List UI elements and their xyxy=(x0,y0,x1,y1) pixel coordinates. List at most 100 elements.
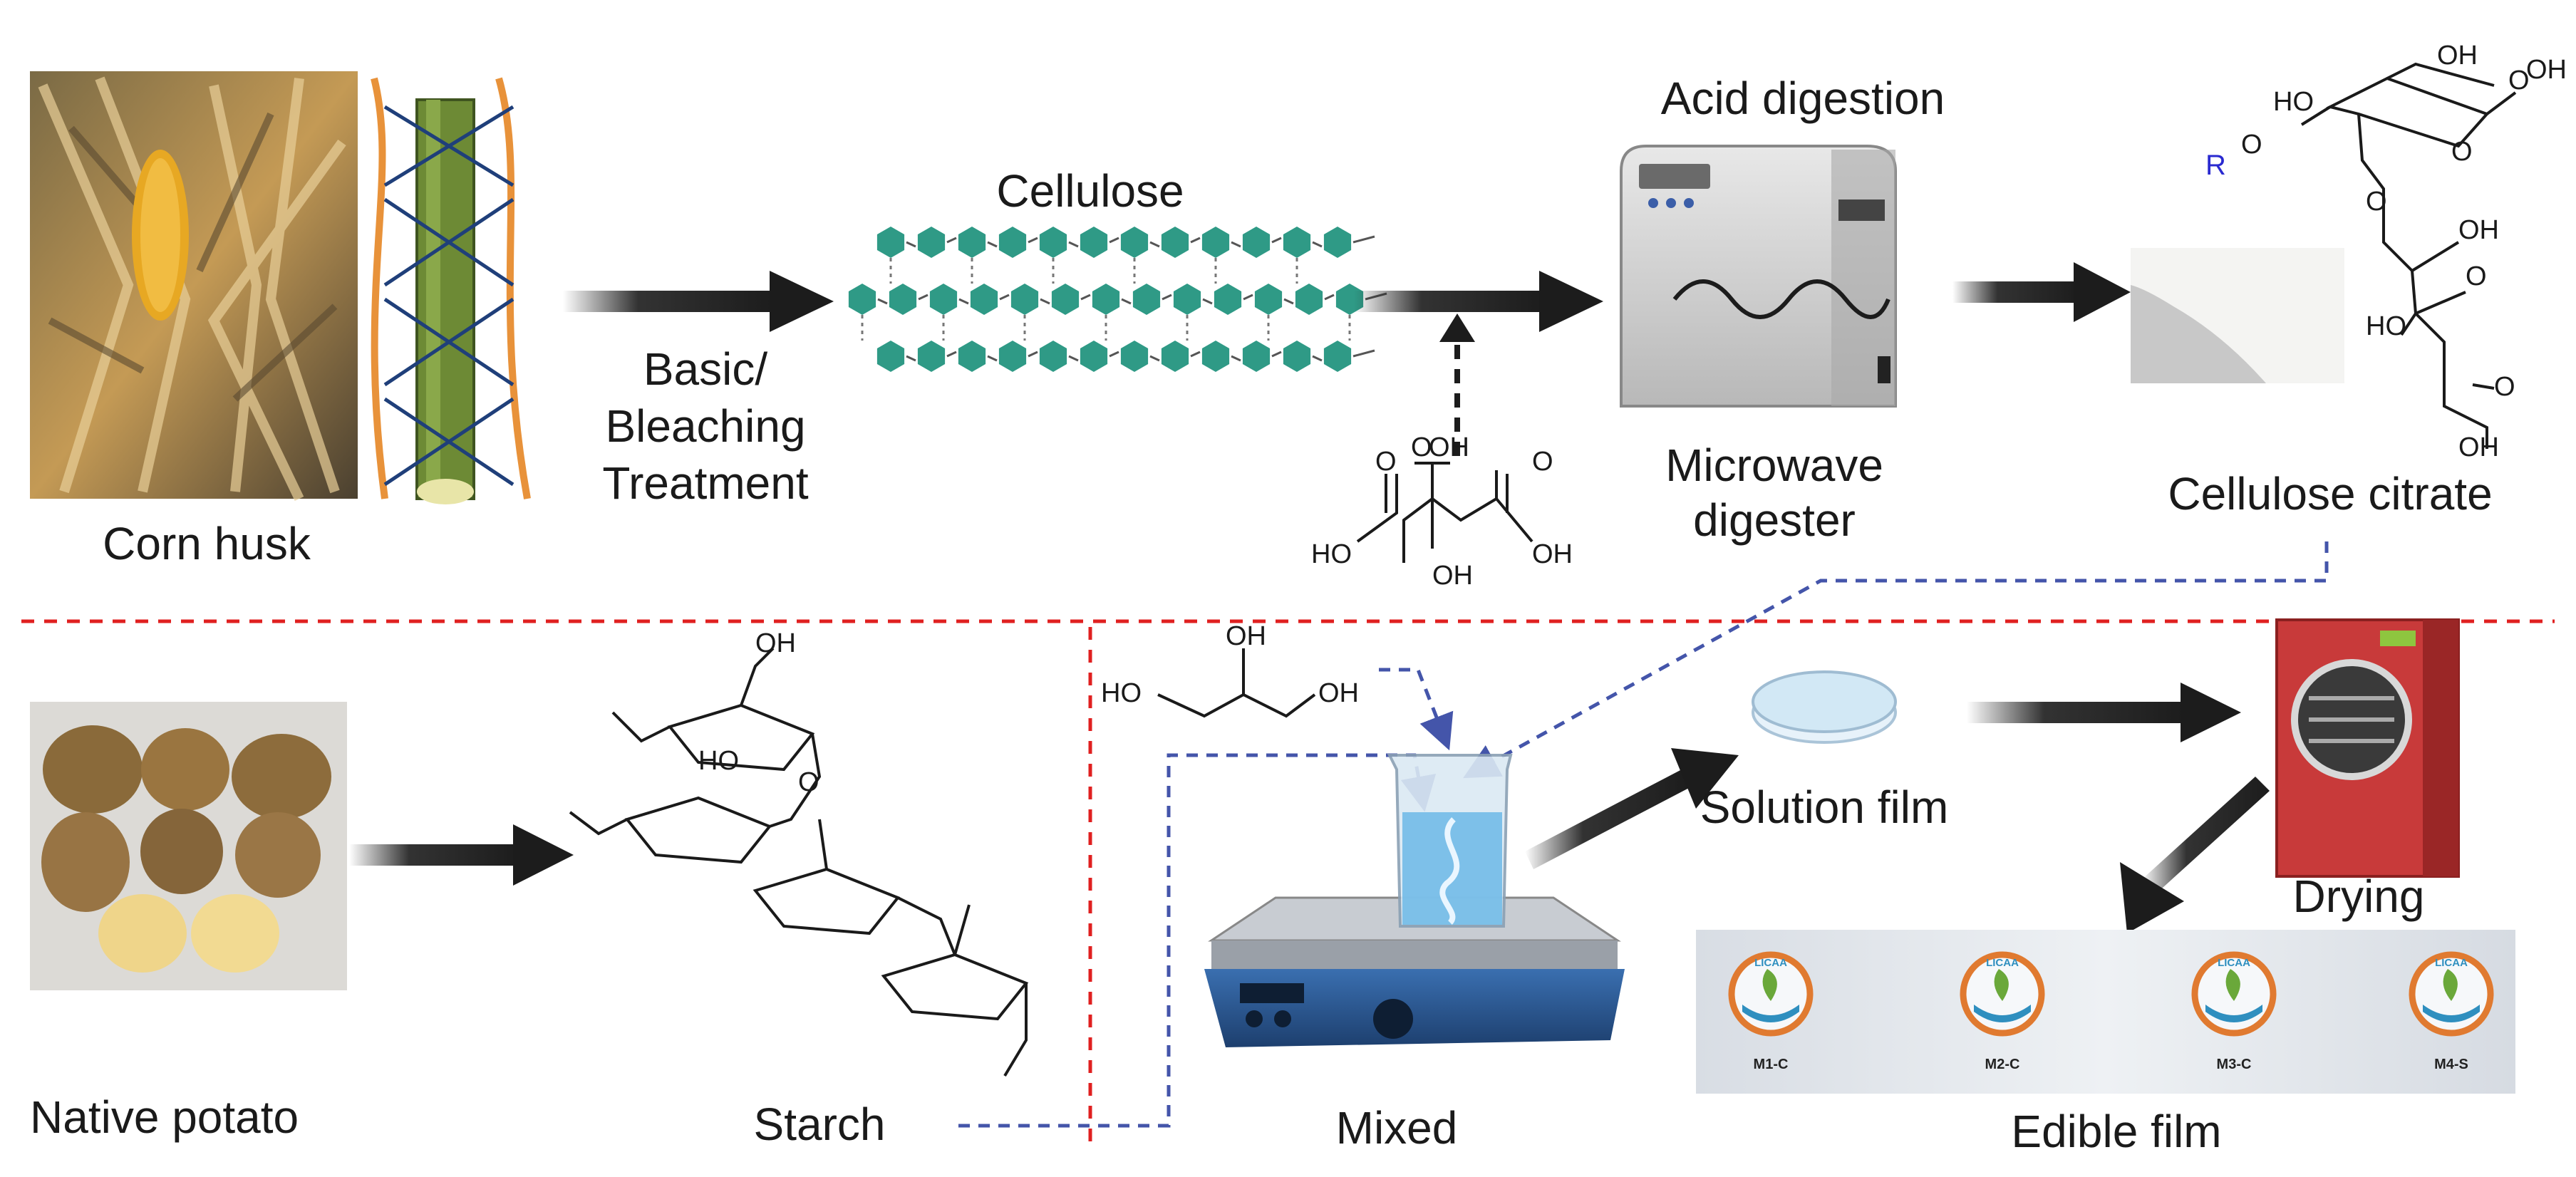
glycosidic-bond xyxy=(906,355,916,362)
label-solution-film: Solution film xyxy=(1700,782,1949,833)
glycerol-oh-right: OH xyxy=(1318,678,1359,708)
corn-husk-photo xyxy=(30,71,358,502)
glycosidic-bond xyxy=(1040,298,1050,305)
glycosidic-bond xyxy=(1068,355,1079,362)
film-logo-wave xyxy=(1742,1005,1799,1022)
citrate-ho-2: HO xyxy=(2366,311,2406,341)
glycosidic-bond xyxy=(918,294,929,301)
glucose-unit xyxy=(1254,284,1283,315)
film-logo-leaf xyxy=(1994,969,2009,1001)
glycosidic-bond xyxy=(1109,351,1119,358)
glycosidic-bond xyxy=(946,351,957,358)
label-microwave-2: digester xyxy=(1693,494,1856,546)
glucose-unit xyxy=(848,284,876,315)
glucose-unit xyxy=(1214,284,1242,315)
glycosidic-bond xyxy=(1149,355,1160,362)
film-logo-text: LICAA xyxy=(2435,957,2468,969)
cellulose-citrate-structure xyxy=(2300,62,2517,449)
glucose-unit xyxy=(958,227,986,258)
glycosidic-bond xyxy=(1190,351,1201,358)
film-logo-text: LICAA xyxy=(1986,957,2019,969)
film-sample-label: M4-S xyxy=(2434,1057,2468,1072)
citrate-o-5: O xyxy=(2494,372,2515,402)
citric-oh-right: OH xyxy=(1532,539,1573,569)
glucose-unit xyxy=(1201,227,1230,258)
label-mixed: Mixed xyxy=(1336,1102,1458,1153)
beaker xyxy=(1387,754,1513,928)
label-cellulose: Cellulose xyxy=(996,165,1184,217)
citrate-ho-1: HO xyxy=(2273,87,2314,117)
glycosidic-bond xyxy=(958,298,969,305)
citric-ho-left: HO xyxy=(1311,539,1352,569)
citrate-o-3: O xyxy=(2366,187,2387,217)
glycosidic-bond xyxy=(1231,355,1241,362)
freeze-dryer xyxy=(2275,618,2460,878)
glucose-unit xyxy=(1120,341,1149,372)
glucose-unit xyxy=(929,284,958,315)
glycosidic-bond xyxy=(1149,241,1160,248)
glucose-unit xyxy=(1161,227,1189,258)
arrow-to-starch xyxy=(349,824,574,886)
arrow-to-edible-film xyxy=(2120,777,2270,933)
glucose-unit xyxy=(1323,341,1352,372)
glycosidic-bond xyxy=(1028,351,1038,358)
film-logo-text: LICAA xyxy=(1754,957,1787,969)
label-treatment-1: Basic/ xyxy=(643,343,768,395)
glycosidic-bond xyxy=(906,241,916,248)
arrow-to-digester xyxy=(1354,271,1603,332)
glycosidic-bond xyxy=(1324,294,1335,301)
film-sample-label: M1-C xyxy=(1754,1057,1789,1072)
starch-o-label: O xyxy=(798,767,819,797)
glucose-unit xyxy=(889,284,917,315)
citrate-oh-1: OH xyxy=(2437,41,2478,71)
glucose-unit xyxy=(958,341,986,372)
label-microwave-1: Microwave xyxy=(1665,440,1883,491)
film-logo-text: LICAA xyxy=(2218,957,2250,969)
label-edible-film: Edible film xyxy=(2011,1106,2221,1157)
arrow-to-petri-dish xyxy=(1525,748,1739,869)
glucose-unit xyxy=(1295,284,1323,315)
glucose-unit xyxy=(1201,341,1230,372)
label-starch: Starch xyxy=(754,1099,886,1150)
label-treatment-3: Treatment xyxy=(602,457,809,509)
glycerol-oh-top: OH xyxy=(1226,621,1266,651)
glucose-unit xyxy=(1242,227,1271,258)
label-corn-husk: Corn husk xyxy=(103,518,311,569)
glucose-unit xyxy=(970,284,998,315)
citric-acid-structure xyxy=(1356,462,1533,563)
connector-glycerol-to-mixer xyxy=(1379,668,1454,751)
starch-ho-label: HO xyxy=(698,746,739,776)
glycosidic-bond xyxy=(1190,237,1201,244)
glycosidic-bond xyxy=(1283,298,1294,305)
petri-dish xyxy=(1752,670,1897,744)
microwave-digester xyxy=(1620,145,1897,408)
glycosidic-bond xyxy=(987,241,998,248)
glycosidic-bond xyxy=(1231,241,1241,248)
citric-oh-bottom: OH xyxy=(1432,561,1473,591)
glycosidic-bond xyxy=(1312,241,1323,248)
glucose-unit xyxy=(998,341,1027,372)
glucose-unit xyxy=(1120,227,1149,258)
label-acid-digestion: Acid digestion xyxy=(1661,73,1945,124)
glucose-unit xyxy=(1051,284,1080,315)
glycosidic-bond xyxy=(1202,298,1213,305)
glucose-unit xyxy=(1092,284,1120,315)
citric-o-left: O xyxy=(1375,447,1397,477)
citrate-o-6: O xyxy=(2508,66,2530,95)
glycosidic-bond xyxy=(1080,294,1091,301)
label-cellulose-citrate: Cellulose citrate xyxy=(2168,468,2492,519)
connector-citrate-to-mixer xyxy=(1463,541,2329,779)
glucose-unit xyxy=(1161,341,1189,372)
film-logo-wave xyxy=(2205,1005,2262,1022)
glycerol-structure xyxy=(1157,648,1316,718)
native-potato-photo xyxy=(30,702,347,990)
film-logo-leaf xyxy=(2443,969,2458,1001)
arrow-to-citrate xyxy=(1952,262,2131,322)
label-native-potato: Native potato xyxy=(30,1092,299,1143)
citrate-o-4: O xyxy=(2466,261,2487,291)
glucose-unit xyxy=(917,341,946,372)
glycosidic-bond xyxy=(877,298,888,305)
glycosidic-bond xyxy=(946,237,957,244)
